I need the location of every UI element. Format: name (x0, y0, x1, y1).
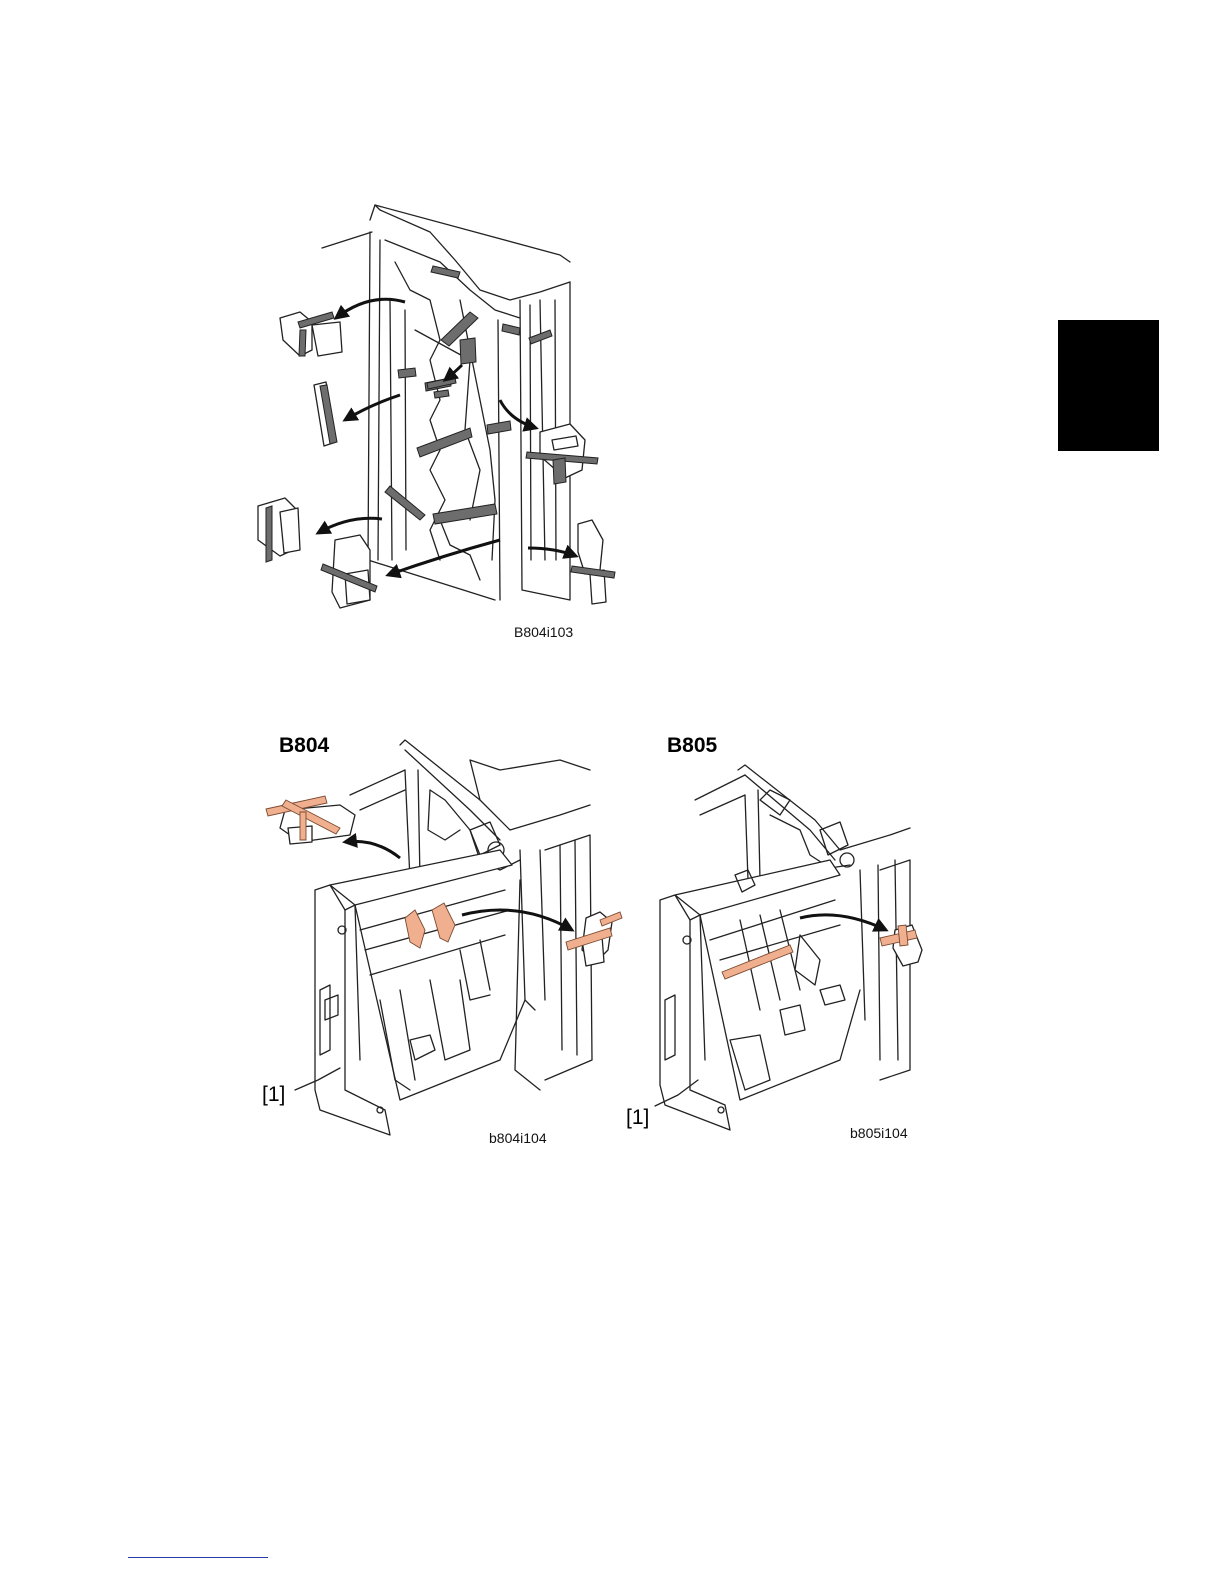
removed-part-b805-right (880, 925, 922, 966)
figure-code-b805: b805i104 (850, 1125, 908, 1141)
callout-1-b805: [1] (626, 1106, 649, 1130)
figure-b805-tape-removal (0, 0, 1224, 1160)
footer-rule (128, 1557, 268, 1558)
